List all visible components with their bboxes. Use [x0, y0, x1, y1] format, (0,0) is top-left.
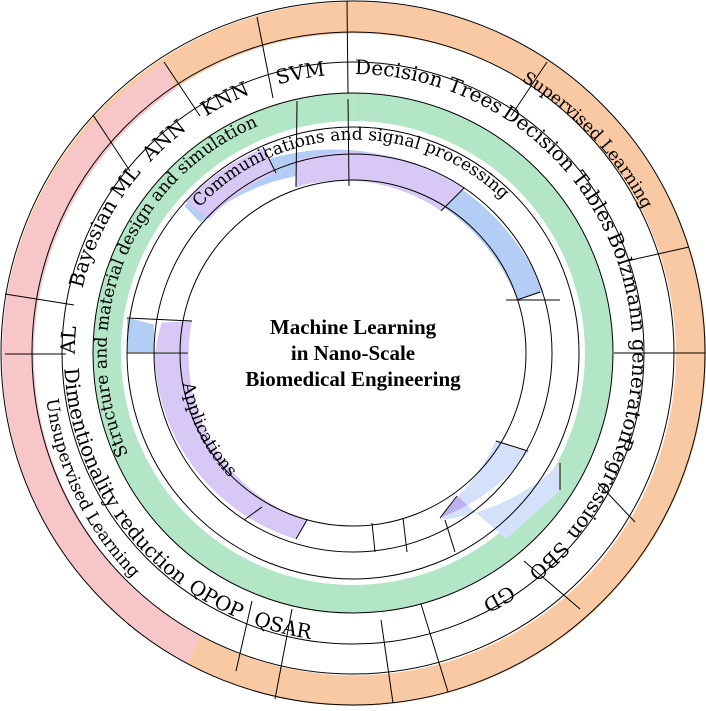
divider-left-upper	[126, 317, 193, 322]
divider-app-top-2	[347, 98, 350, 187]
divider-app-bottom-5	[444, 519, 456, 553]
center-title-line-1: Machine Learning	[270, 315, 437, 339]
applications-segment-bottom	[154, 353, 308, 539]
algorithm-ring-inner	[92, 92, 614, 614]
divider-app-bottom-2	[295, 519, 308, 540]
algorithm-al: AL	[56, 325, 81, 355]
divider-comm-end	[516, 291, 541, 301]
divider-qpop	[274, 608, 293, 700]
unsupervised-learning-band	[2, 294, 201, 664]
divider-ann	[163, 61, 201, 117]
divider-decision-tables	[617, 246, 690, 264]
divider-app-bottom-1	[243, 506, 263, 521]
algorithm-knn: KNN	[196, 76, 252, 120]
applications-segment-top-left	[185, 147, 277, 220]
center-title-line-3: Biomedical Engineering	[245, 367, 461, 391]
divider-gd	[420, 603, 449, 693]
divider-bayesian	[92, 114, 131, 172]
divider-qsar	[380, 619, 394, 704]
divider-dim	[235, 600, 253, 672]
divider-regression	[597, 482, 636, 523]
divider-svm	[346, 0, 349, 94]
center-title: Machine Learning in Nano-Scale Biomedica…	[245, 315, 461, 391]
divider-app-top-3	[262, 146, 277, 174]
algorithm-svm: SVM	[273, 57, 326, 90]
radial-dividers	[4, 0, 705, 704]
center-title-line-2: in Nano-Scale	[291, 341, 415, 365]
divider-app-top-1	[295, 100, 298, 188]
divider-sbo	[523, 560, 581, 610]
divider-knn	[256, 16, 274, 99]
applications-segment-left	[155, 321, 192, 352]
communications-band-left	[127, 317, 154, 352]
divider-app-bottom-7	[495, 440, 529, 452]
divider-decision-trees	[510, 61, 548, 117]
algorithm-sbo: SBO	[524, 537, 574, 586]
divider-app-bottom-6	[439, 495, 458, 519]
divider-app-bottom-3	[371, 522, 376, 553]
regression-box	[440, 440, 561, 539]
algorithm-qsar: QSAR	[251, 606, 314, 644]
divider-al-top	[4, 293, 75, 306]
divider-app-top-4	[440, 187, 465, 212]
unsupervised-learning-band-top	[7, 62, 176, 300]
divider-app-bottom-4	[402, 517, 408, 553]
